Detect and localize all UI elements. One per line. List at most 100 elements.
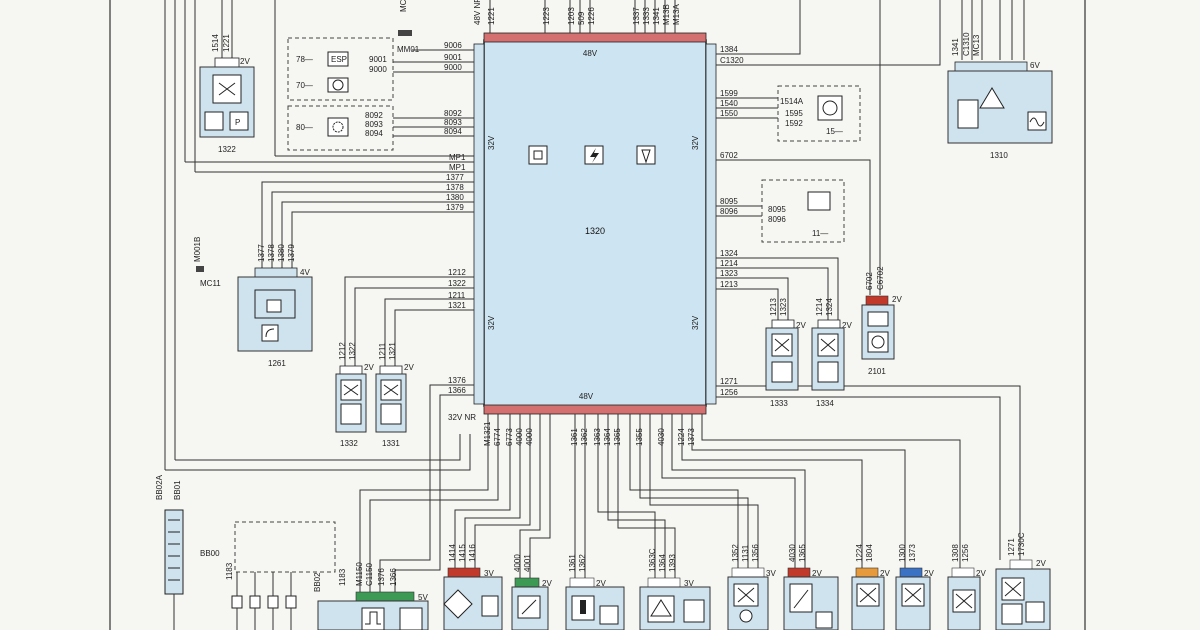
top-wire-label-6: 1337	[632, 7, 641, 25]
lt-wire-1: 9000	[369, 65, 387, 74]
c1333-pin-1: 1323	[779, 298, 788, 316]
bc2-pin-2: 1416	[468, 544, 477, 562]
bc1-v: 5V	[418, 593, 428, 602]
pressure-sensor-icon	[266, 299, 282, 313]
component-1310: 1341 C1310 MC13 6V 1310	[947, 0, 1053, 160]
bc2-pin-0: 1414	[448, 544, 457, 562]
parking-icon	[481, 595, 499, 617]
bc1-pin-0: M1150	[355, 562, 364, 586]
bc5-pin-0: 1363C	[648, 548, 657, 572]
injector-icon	[817, 361, 839, 383]
left-bus: BB02A BB01	[155, 0, 474, 630]
c1514-v: 2V	[240, 57, 250, 66]
top-wires: 48V NR 1221 1223 1203 509 1226 1337 1333…	[397, 0, 681, 54]
bc4-pin-1: 1362	[578, 554, 587, 572]
ll-wire-3: 1321	[448, 301, 466, 310]
lm-wire-b1: 8093	[444, 118, 462, 127]
lt-wire-4: 9000	[444, 63, 462, 72]
rb-wire-1: 1256	[720, 388, 738, 397]
ls-wire-2: 1377	[446, 173, 464, 182]
switch-icon	[867, 311, 889, 327]
c2101-v: 2V	[892, 295, 902, 304]
r8095-wire-1: 8096	[720, 207, 738, 216]
c1310-pin-1: C1310	[962, 32, 971, 56]
bc6-pin-2: 1356	[751, 544, 760, 562]
c1261-pin-0: 1377	[257, 244, 266, 262]
left-low-wires: 1212 1322 1211 1321 1376 1366	[344, 268, 474, 595]
conn-bb00: BB00	[200, 549, 220, 558]
bc8-v: 2V	[880, 569, 890, 578]
injector-icon	[340, 403, 362, 425]
bc7-v: 2V	[812, 569, 822, 578]
lm-wire-a1: 8093	[365, 120, 383, 129]
bc4-pin-0: 1361	[568, 554, 577, 572]
conn-bb02: BB02	[313, 572, 322, 592]
parking-icon	[229, 111, 249, 131]
component-2101: 6702 C6702 2V 2101	[861, 266, 902, 376]
bc2-pin-1: 1415	[458, 544, 467, 562]
c1261-pin-1: 1378	[267, 244, 276, 262]
c1334-id: 1334	[816, 399, 834, 408]
top-wire-label-4: 509	[577, 11, 586, 25]
top-wire-label-1: 1221	[487, 7, 496, 25]
conn-mm01: MM01	[397, 45, 420, 54]
esp-icon-text: ESP	[331, 55, 347, 64]
bc9-v: 2V	[924, 569, 934, 578]
bottom-component-7: 4030 1365 2V	[783, 544, 839, 630]
group-70-label: 70—	[296, 81, 313, 90]
bottom-component-1: M1150 C1150 1376 1366 5V	[317, 562, 429, 630]
rl-wire-2: 1323	[720, 269, 738, 278]
group-15-label: 15—	[826, 127, 843, 136]
top-wire-label-0: 48V NR	[473, 0, 482, 25]
bc6-pin-1: 1131	[741, 544, 750, 562]
top-wire-label-3: 1203	[567, 7, 576, 25]
bc10-pin-0: 1308	[951, 544, 960, 562]
bw-6: 1362	[580, 428, 589, 446]
parking-icon	[683, 599, 705, 623]
component-1261: 1377 1378 1380 1379 4V 1261 M001B MC11	[193, 237, 313, 368]
bw-0: M1321	[483, 421, 492, 446]
fan-icon	[1001, 603, 1023, 625]
injector-icon	[771, 361, 793, 383]
bc4-v: 2V	[596, 579, 606, 588]
lm-wire-b0: 8092	[444, 109, 462, 118]
group-80-label: 80—	[296, 123, 313, 132]
bc7-pin-1: 1365	[798, 544, 807, 562]
lm-wire-b2: 8094	[444, 127, 462, 136]
c1310-pin-2: MC13	[972, 34, 981, 56]
right-top-wires: 1384 C1320 1599 1540 1550 6702 8095 8096	[716, 0, 941, 295]
top-wire-label-10: M13A	[672, 3, 681, 25]
amplifier-icon	[979, 87, 1005, 109]
bb00-pin: 1183	[225, 562, 234, 580]
conn-mc11: MC11	[200, 279, 221, 288]
c1332-pin-0: 1212	[338, 342, 347, 360]
g15-wire-2: 1592	[785, 119, 803, 128]
conn-bb02a: BB02A	[155, 474, 164, 500]
fuel-icon	[599, 605, 619, 625]
c1331-pin-1: 1321	[388, 342, 397, 360]
module-icon	[399, 607, 423, 630]
bc5-v: 3V	[684, 579, 694, 588]
curve-icon	[261, 324, 279, 342]
bc3-pin-1: 4001	[523, 554, 532, 572]
c1261-id: 1261	[268, 359, 286, 368]
c1334-pin-1: 1324	[825, 298, 834, 316]
component-1334: 1214 1324 2V 1334	[811, 298, 852, 408]
lb-wire-1: 1366	[448, 386, 466, 395]
lm-wire-a0: 8092	[365, 111, 383, 120]
abs-icon	[327, 77, 349, 93]
bc9-pin-1: 1373	[908, 544, 917, 562]
c1514-pin-1: 1221	[222, 34, 231, 52]
bc8-pin-0: 1224	[855, 544, 864, 562]
c1514-p: P	[235, 118, 240, 127]
bb00-block: BB00 1183 BB02 1183	[200, 521, 347, 630]
g11-wire-1: 8096	[768, 215, 786, 224]
top-wire-label-9: M13B	[662, 4, 671, 25]
bw-10: 1355	[635, 428, 644, 446]
fuse-box	[164, 509, 184, 595]
ecu-v-right-1: 32V	[691, 135, 700, 150]
c1332-v: 2V	[364, 363, 374, 372]
c1334-v: 2V	[842, 321, 852, 330]
sensor-icon	[957, 99, 979, 129]
